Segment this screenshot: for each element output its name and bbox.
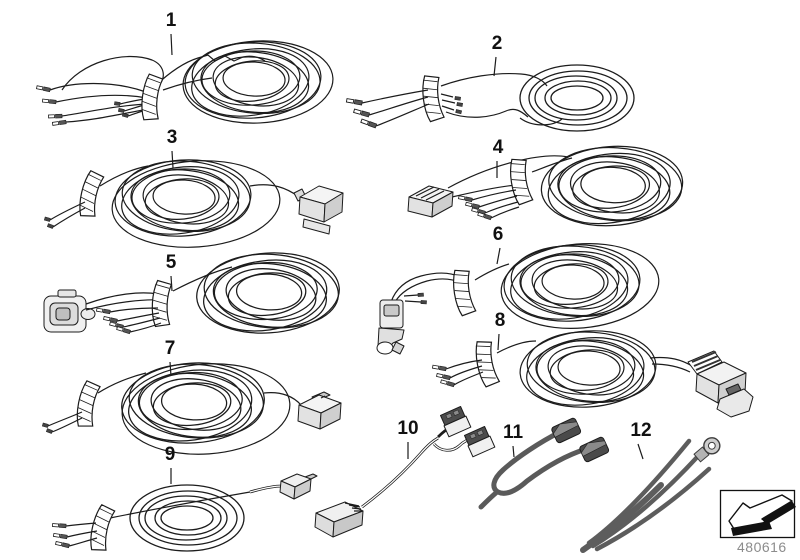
- harness-item-7: [42, 357, 342, 455]
- harness-item-4: [407, 141, 686, 232]
- tape-wrap: [472, 338, 501, 389]
- connector-plug: [279, 473, 318, 500]
- diagram-id: 480616: [737, 539, 787, 555]
- cable-coil: [516, 325, 660, 413]
- callout-11[interactable]: 11: [502, 422, 524, 443]
- callout-3[interactable]: 3: [166, 127, 178, 148]
- harness-item-5: [43, 247, 343, 340]
- page-turn-arrow-icon: [728, 494, 796, 536]
- harness-item-10: [314, 405, 496, 538]
- callout-12[interactable]: 12: [630, 420, 652, 441]
- harness-item-8: [431, 325, 754, 418]
- cable-coil: [538, 141, 686, 232]
- callout-1[interactable]: 1: [165, 10, 177, 31]
- harness-item-1: [36, 36, 334, 127]
- tape-wrap: [73, 379, 103, 430]
- cable-coil: [181, 36, 325, 124]
- connector-boot: [551, 417, 582, 444]
- page-turn-arrow-button[interactable]: [719, 489, 797, 539]
- connector-switch: [376, 299, 405, 355]
- ring-terminal: [693, 437, 721, 463]
- connector-plug: [297, 391, 342, 430]
- cable-coil: [129, 484, 245, 552]
- tape-wrap: [507, 156, 534, 206]
- cable-coil: [519, 64, 635, 132]
- callout-5[interactable]: 5: [165, 252, 177, 273]
- tape-wrap: [150, 279, 174, 329]
- connector-plug: [407, 185, 454, 218]
- callout-8[interactable]: 8: [494, 310, 506, 331]
- cable-coil: [193, 247, 343, 340]
- connector-plug: [43, 289, 96, 333]
- tape-wrap: [86, 503, 117, 554]
- harness-item-9: [52, 473, 318, 554]
- callout-2[interactable]: 2: [491, 33, 503, 54]
- cable-coil: [500, 239, 644, 327]
- tape-wrap: [75, 169, 106, 220]
- cable-coil: [118, 357, 268, 450]
- cable-coil: [111, 154, 255, 242]
- callout-4[interactable]: 4: [492, 137, 504, 158]
- connector-boot: [579, 436, 610, 463]
- callout-6[interactable]: 6: [492, 224, 504, 245]
- harness-item-3: [44, 154, 344, 248]
- connector-sensor: [439, 405, 472, 438]
- harness-item-12: [580, 437, 721, 553]
- callout-10[interactable]: 10: [397, 418, 419, 439]
- connector-multipin: [687, 350, 754, 418]
- callout-7[interactable]: 7: [164, 338, 176, 359]
- harness-item-11: [478, 417, 610, 510]
- tape-wrap: [138, 73, 165, 123]
- harness-item-2: [345, 64, 635, 132]
- harness-item-6: [376, 239, 660, 355]
- connector-plug: [314, 501, 364, 538]
- connector-plug: [293, 185, 344, 235]
- connector-sensor: [463, 425, 496, 458]
- tape-wrap: [450, 267, 477, 317]
- callout-9[interactable]: 9: [164, 444, 176, 465]
- callout-leader-lines: [169, 33, 644, 484]
